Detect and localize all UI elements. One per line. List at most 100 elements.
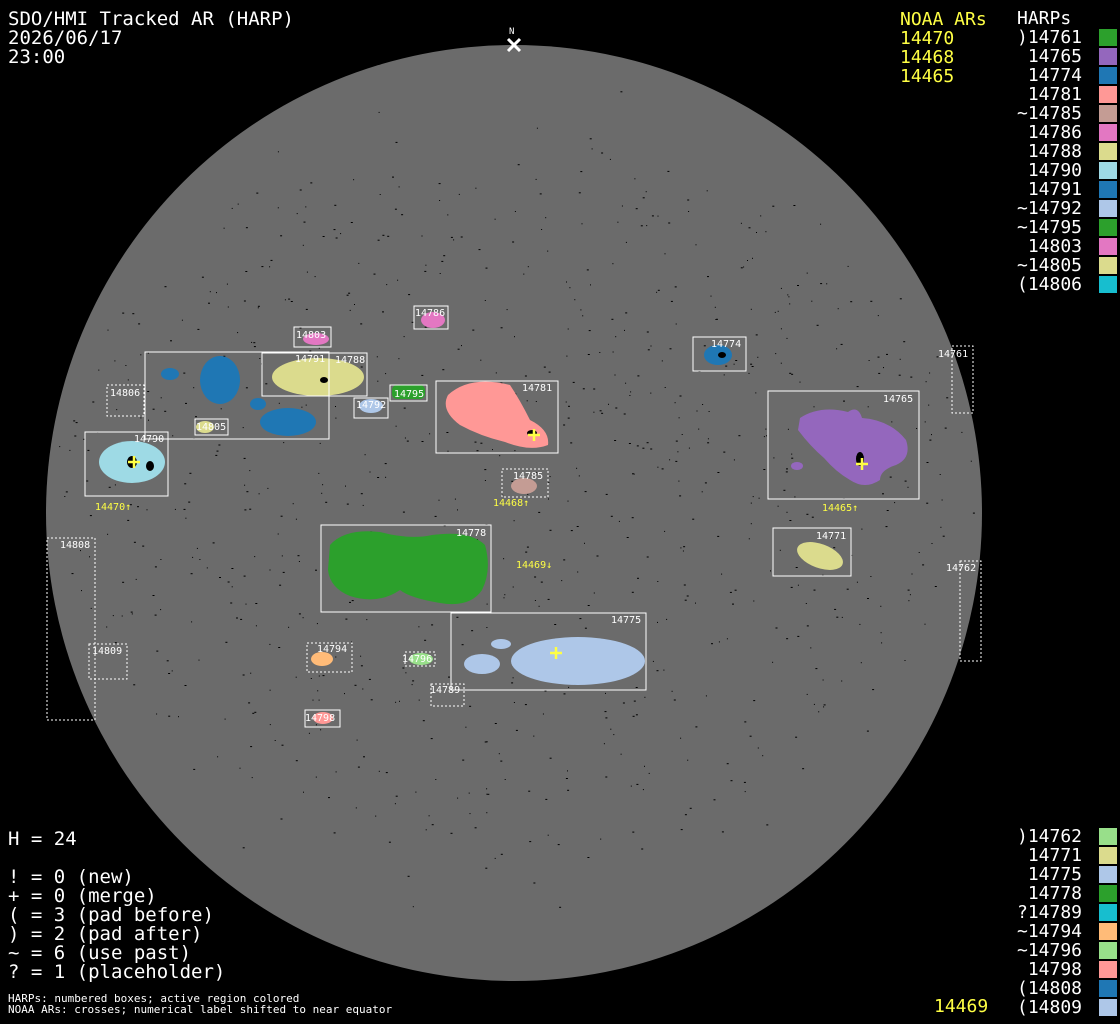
- harp-label-14778: 14778: [456, 528, 486, 539]
- harp-color-swatch: [1099, 86, 1117, 103]
- harp-color-swatch: [1099, 980, 1117, 997]
- harp-color-swatch: [1099, 942, 1117, 959]
- harp-box-14786[interactable]: [413, 305, 449, 330]
- harp-label-14796: 14796: [402, 654, 432, 665]
- harp-list-item: 14791: [1017, 179, 1083, 200]
- harp-box-14771[interactable]: [772, 527, 852, 577]
- harp-list-item: 14774: [1017, 65, 1083, 86]
- harp-box-14809[interactable]: [88, 643, 128, 680]
- region-14796: [409, 653, 433, 665]
- harp-color-swatch: [1099, 847, 1117, 864]
- harp-box-14790[interactable]: [84, 431, 169, 497]
- harp-list-item: ~14792: [1017, 198, 1083, 219]
- region-14792: [359, 399, 383, 413]
- harp-list-item: 14788: [1017, 141, 1083, 162]
- harp-label-14781: 14781: [522, 383, 552, 394]
- harp-box-14795[interactable]: [389, 384, 428, 402]
- harp-list-item: 14803: [1017, 236, 1083, 257]
- harp-box-14788[interactable]: [261, 352, 368, 397]
- page-title: SDO/HMI Tracked AR (HARP): [8, 8, 294, 30]
- harp-label-14791: 14791: [295, 354, 325, 365]
- harp-color-swatch: [1099, 181, 1117, 198]
- noaa-list-title: NOAA ARs: [900, 9, 987, 30]
- noaa-label-14469: 14469↓: [516, 560, 552, 571]
- magnetogram-speckle: [59, 91, 975, 908]
- harp-box-14798[interactable]: [304, 709, 341, 728]
- harp-list-item: 14781: [1017, 84, 1083, 105]
- harp-box-14792[interactable]: [353, 397, 389, 419]
- harp-list-item: ~14794: [1017, 921, 1083, 942]
- harp-box-14775[interactable]: [450, 612, 647, 691]
- harp-box-14762[interactable]: [959, 560, 982, 662]
- harp-box-14796[interactable]: [404, 651, 436, 667]
- solar-disk: [46, 45, 982, 981]
- noaa-cross-14468: [528, 429, 540, 441]
- harp-box-14803[interactable]: [293, 326, 332, 348]
- harp-color-swatch: [1099, 143, 1117, 160]
- harp-label-14765: 14765: [883, 394, 913, 405]
- harp-list-item: 14765: [1017, 46, 1083, 67]
- harp-list-item: (14809: [1017, 997, 1083, 1018]
- harp-list-item: 14775: [1017, 864, 1083, 885]
- harp-label-14775: 14775: [611, 615, 641, 626]
- harp-box-14806[interactable]: [106, 384, 145, 417]
- harp-label-14789: 14789: [430, 685, 460, 696]
- harp-color-swatch: [1099, 923, 1117, 940]
- harp-color-swatch: [1099, 999, 1117, 1016]
- harp-label-14808: 14808: [60, 540, 90, 551]
- harp-labels: 14790 14791 14788 14803 14786 14805 1479…: [60, 308, 976, 724]
- region-14765: [798, 409, 908, 485]
- legend-new: ! = 0 (new): [8, 866, 134, 888]
- harp-color-swatch: [1099, 257, 1117, 274]
- harp-box-14808[interactable]: [46, 537, 96, 721]
- legend-pad-after: ) = 2 (pad after): [8, 923, 203, 945]
- noaa-label-14465: 14465↑: [822, 503, 858, 514]
- harp-label-14798: 14798: [305, 713, 335, 724]
- harp-list-item: 14790: [1017, 160, 1083, 181]
- harp-box-14805[interactable]: [194, 418, 229, 436]
- noaa-label-14468: 14468↑: [493, 498, 529, 509]
- region-14778: [328, 531, 488, 605]
- harp-list-item: ?14789: [1017, 902, 1083, 923]
- sunspot-cores: [127, 352, 864, 471]
- footer-noaa-note: NOAA ARs: crosses; numerical label shift…: [8, 1003, 393, 1016]
- harp-box-14774[interactable]: [692, 336, 747, 372]
- legend-placeholder: ? = 1 (placeholder): [8, 961, 226, 983]
- harp-list-item: ~14796: [1017, 940, 1083, 961]
- harp-label-14774: 14774: [711, 339, 741, 350]
- harp-box-14781[interactable]: [435, 380, 559, 454]
- harp-label-14803: 14803: [296, 330, 326, 341]
- noaa-cross-14465: [856, 458, 868, 470]
- harp-box-14778[interactable]: [320, 524, 492, 613]
- noaa-list-item: 14470: [900, 28, 955, 49]
- harp-label-14771: 14771: [816, 531, 846, 542]
- harp-label-14795: 14795: [394, 389, 424, 400]
- region-14791-c: [161, 368, 179, 380]
- harp-box-14765[interactable]: [767, 390, 920, 500]
- noaa-crosses: [128, 429, 868, 659]
- harp-label-14761: 14761: [938, 349, 968, 360]
- noaa-labels: 14470↑ 14468↑ 14465↑ 14469↓: [95, 498, 858, 571]
- legend-merge: + = 0 (merge): [8, 885, 157, 907]
- harp-list-item: ~14805: [1017, 255, 1083, 276]
- legend-use-past: ~ = 6 (use past): [8, 942, 192, 964]
- harp-label-14762: 14762: [946, 563, 976, 574]
- harp-list-item: )14762: [1017, 826, 1083, 847]
- harp-label-14790: 14790: [134, 434, 164, 445]
- observation-date: 2026/06/17: [8, 27, 123, 49]
- harp-box-14794[interactable]: [306, 642, 353, 673]
- region-14805: [196, 421, 214, 433]
- harp-color-swatch: [1099, 67, 1117, 84]
- region-14771: [797, 542, 843, 570]
- harp-label-14809: 14809: [92, 646, 122, 657]
- harp-label-14785: 14785: [513, 471, 543, 482]
- region-14791-d: [250, 398, 266, 410]
- harp-box-14785[interactable]: [501, 468, 549, 498]
- harp-list-item: ~14785: [1017, 103, 1083, 124]
- noaa-label-14470: 14470↑: [95, 502, 131, 513]
- noaa-cross-14469: [550, 647, 562, 659]
- harp-color-swatch: [1099, 48, 1117, 65]
- harp-box-14789[interactable]: [430, 683, 465, 707]
